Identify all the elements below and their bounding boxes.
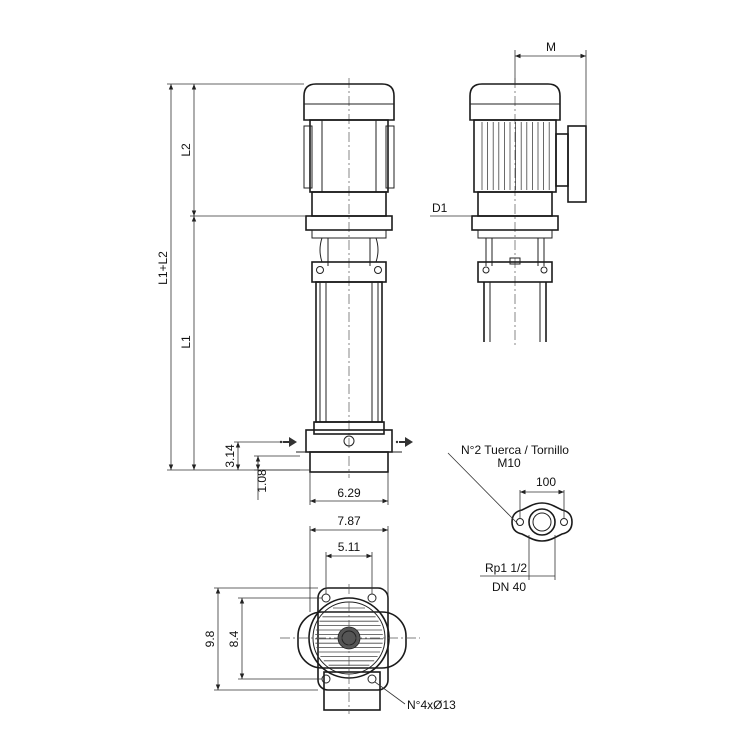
dim-l1-l2: L1+L2 xyxy=(156,251,170,285)
dim-m: M xyxy=(546,40,556,54)
dim-7-87: 7.87 xyxy=(337,514,361,528)
dim-8-4: 8.4 xyxy=(227,630,241,647)
top-view xyxy=(280,584,420,714)
callout-bolts-line1: N°2 Tuerca / Tornillo xyxy=(461,443,569,457)
dim-100: 100 xyxy=(536,475,556,489)
dim-l2: L2 xyxy=(179,143,193,157)
dim-d1: D1 xyxy=(432,201,448,215)
dim-5-11: 5.11 xyxy=(338,540,361,554)
front-view xyxy=(296,78,402,478)
flange-detail xyxy=(447,452,573,580)
front-dimensions xyxy=(167,83,389,505)
callout-dn: DN 40 xyxy=(492,580,526,594)
dim-9-8: 9.8 xyxy=(203,630,217,647)
dim-3-14: 3.14 xyxy=(223,444,237,468)
dim-6-29: 6.29 xyxy=(337,486,361,500)
side-dimensions xyxy=(430,50,587,217)
dim-1-08: 1.08 xyxy=(255,469,269,493)
top-dimensions xyxy=(214,526,406,705)
side-view xyxy=(469,78,587,348)
callout-thread: Rp1 1/2 xyxy=(485,561,527,575)
callout-bolts-line2: M10 xyxy=(497,456,521,470)
callout-holes: N°4xØ13 xyxy=(407,698,456,712)
dim-l1: L1 xyxy=(179,335,193,349)
flow-arrow-right-icon xyxy=(395,437,413,447)
